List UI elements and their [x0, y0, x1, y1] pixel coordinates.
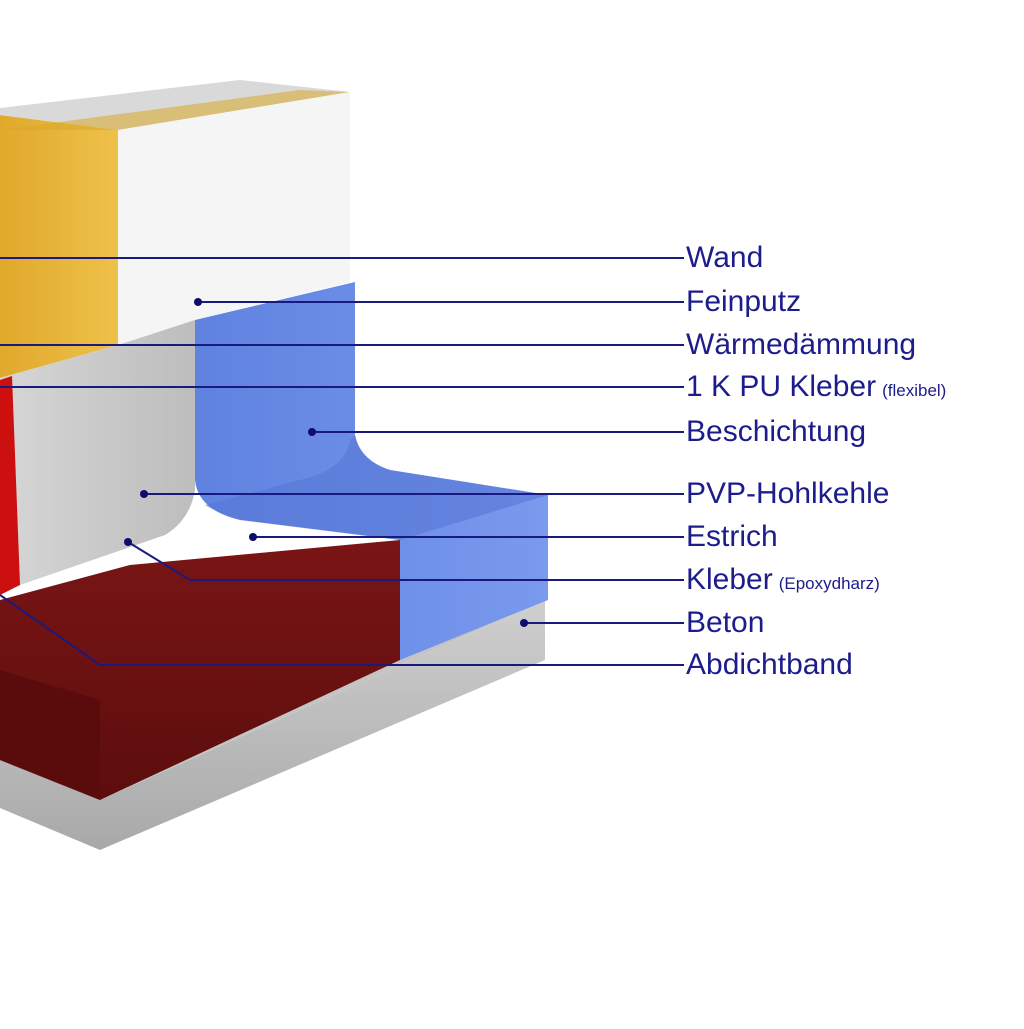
label-waermedaemmung: Wärmedämmung — [686, 328, 916, 362]
label-beton: Beton — [686, 606, 764, 640]
label-feinputz-text: Feinputz — [686, 285, 802, 318]
label-estrich: Estrich — [686, 520, 778, 554]
label-kleber-text: Kleber — [686, 563, 773, 596]
label-pu-kleber-note: (flexibel) — [882, 381, 947, 400]
abdichtband-layer — [0, 376, 20, 595]
label-abdichtband: Abdichtband — [686, 648, 853, 682]
dot-beton — [520, 619, 528, 627]
dot-beschichtung — [308, 428, 316, 436]
label-kleber: Kleber (Epoxydharz) — [686, 563, 880, 601]
wand-layer — [0, 115, 118, 378]
wand-top — [0, 80, 350, 130]
label-beton-text: Beton — [686, 606, 765, 639]
label-kleber-note: (Epoxydharz) — [778, 574, 880, 593]
dot-hohlkehle — [140, 490, 148, 498]
beton-layer — [0, 600, 545, 850]
leader-kleber — [127, 541, 684, 581]
label-beschichtung-text: Beschichtung — [686, 415, 867, 448]
label-feinputz: Feinputz — [686, 285, 801, 319]
label-pu-kleber-text: 1 K PU Kleber — [686, 370, 877, 403]
label-wand-text: Wand — [686, 241, 764, 274]
label-beschichtung: Beschichtung — [686, 415, 866, 449]
dot-estrich — [249, 533, 257, 541]
label-abdichtband-text: Abdichtband — [686, 648, 853, 681]
estrich-front — [0, 670, 100, 800]
label-waermedaemmung-text: Wärmedämmung — [686, 328, 917, 361]
dot-kleber — [124, 538, 132, 546]
dot-feinputz — [194, 298, 202, 306]
feinputz-layer — [118, 92, 350, 345]
wand-top-yellow — [0, 90, 350, 130]
label-pvp-hohlkehle: PVP-Hohlkehle — [686, 477, 889, 511]
leader-abdichtband — [0, 594, 684, 666]
label-estrich-text: Estrich — [686, 520, 778, 553]
label-pu-kleber: 1 K PU Kleber (flexibel) — [686, 370, 946, 408]
label-wand: Wand — [686, 241, 763, 275]
beschichtung-floor — [205, 435, 548, 540]
label-pvp-hohlkehle-text: PVP-Hohlkehle — [686, 477, 890, 510]
